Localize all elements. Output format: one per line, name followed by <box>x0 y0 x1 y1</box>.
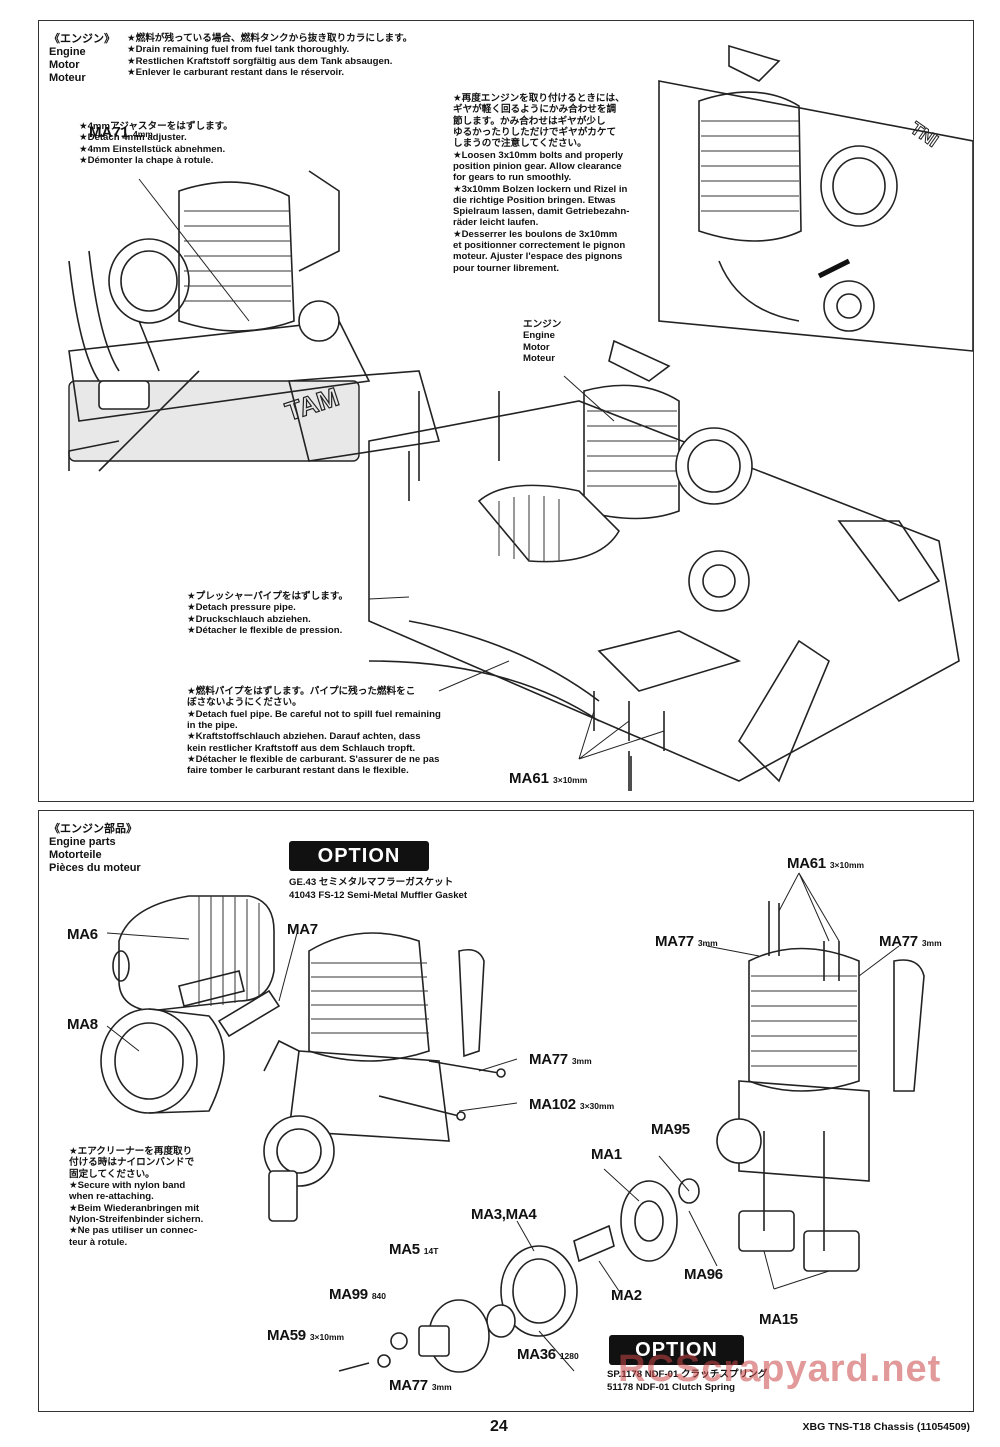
part-ma7: MA7 <box>287 921 318 938</box>
top-section-title-fr: Moteur <box>49 72 86 84</box>
watermark: RCScrapyard.net <box>618 1348 942 1390</box>
air-cleaner-note: ★エアクリーナーを再度取り 付ける時はナイロンバンドで 固定してください。 ★S… <box>69 1146 204 1248</box>
part-ma8: MA8 <box>67 1016 98 1033</box>
engine-removal-panel: TAM TNI <box>38 20 974 802</box>
fuel-pipe-note: ★燃料パイプをはずします。パイプに残った燃料をこ ぼさないようにください。 ★D… <box>187 686 441 777</box>
part-ma15: MA15 <box>759 1311 798 1328</box>
bottom-section-title-fr: Pièces du moteur <box>49 862 141 874</box>
engine-left-drawing: TAM <box>68 170 441 472</box>
part-ma2: MA2 <box>611 1287 642 1304</box>
bottom-section-title-en: Engine parts <box>49 836 116 848</box>
muffler-drawing <box>112 895 275 1012</box>
engine-left-exploded-drawing <box>263 932 485 1222</box>
option-clutch-en: 51178 NDF-01 Clutch Spring <box>607 1382 735 1393</box>
document-id: XBG TNS-T18 Chassis (11054509) <box>802 1421 971 1433</box>
page-number: 24 <box>490 1418 508 1435</box>
engine-callout: エンジン Engine Motor Moteur <box>523 319 562 364</box>
air-cleaner-drawing <box>100 1008 225 1114</box>
option-gasket-en: 41043 FS-12 Semi-Metal Muffler Gasket <box>289 890 468 901</box>
option-badge-clutch: OPTION <box>609 1335 744 1365</box>
ma61-top-size: 3×10mm <box>553 774 588 785</box>
ma61-top-code: MA61 <box>509 769 550 787</box>
part-ma96: MA96 <box>684 1266 723 1283</box>
svg-text:TNI: TNI <box>907 118 942 151</box>
ma71-size: 4mm <box>133 128 153 139</box>
part-ma3-ma4: MA3,MA4 <box>471 1206 537 1223</box>
engine-parts-exploded-illustration <box>100 872 925 1373</box>
option-gasket-jp: GE.43 セミメタルマフラーガスケット <box>289 877 454 888</box>
engine-closeup-drawing: TNI <box>658 44 973 352</box>
top-section-title-jp: 《エンジン》 <box>49 33 115 45</box>
option-clutch-jp: SP.1178 NDF-01 クラッチスプリング <box>607 1369 768 1380</box>
ma71-note: ★4mmアジャスターをはずします。 ★Detach 4mm adjuster. … <box>79 121 233 166</box>
pressure-pipe-note: ★プレッシャーパイプをはずします。 ★Detach pressure pipe.… <box>187 591 349 636</box>
engine-removal-illustration: TAM TNI <box>68 44 973 791</box>
ma71-code: MA71 <box>89 123 130 141</box>
top-section-title-de: Motor <box>49 59 80 71</box>
chassis-assembly-drawing <box>368 339 960 791</box>
part-ma95: MA95 <box>651 1121 690 1138</box>
part-ma1: MA1 <box>591 1146 622 1163</box>
engine-parts-panel: 《エンジン部品》 Engine parts Motorteile Pièces … <box>38 810 974 1412</box>
clutch-assembly-drawing <box>338 1178 700 1373</box>
reinstall-engine-note: ★再度エンジンを取り付けるときには、 ギヤが軽く回るようにかみ合わせを調 節しま… <box>453 93 630 274</box>
part-ma6: MA6 <box>67 926 98 943</box>
bottom-section-title-de: Motorteile <box>49 849 102 861</box>
drain-fuel-note: ★燃料が残っている場合、燃料タンクから抜き取りカラにします。 ★Drain re… <box>127 33 413 78</box>
engine-right-exploded-drawing <box>716 901 925 1272</box>
bottom-section-title-jp: 《エンジン部品》 <box>49 823 137 835</box>
top-section-title-en: Engine <box>49 46 86 58</box>
option-badge-gasket: OPTION <box>289 841 429 871</box>
